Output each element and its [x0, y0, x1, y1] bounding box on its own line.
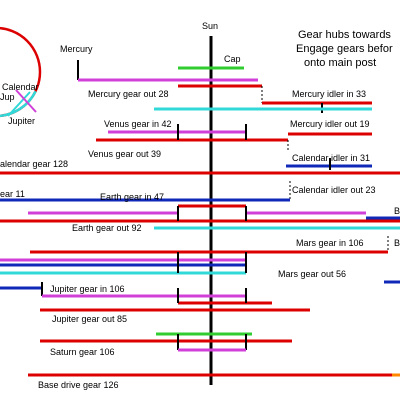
mars-gear-in-label: Mars gear in 106: [296, 238, 364, 248]
orbit-circle-red: [0, 26, 42, 118]
note-line-3: onto main post: [304, 57, 376, 69]
gear-11-label: ear 11: [0, 189, 25, 199]
saturn-gear-label: Saturn gear 106: [50, 347, 115, 357]
calendar-idler-out-label: Calendar idler out 23: [292, 185, 376, 195]
jupiter-short-label: Jup: [0, 92, 15, 102]
cap-label: Cap: [224, 54, 241, 64]
earth-gear-in-label: Earth gear in 47: [100, 192, 164, 202]
edge-label-b1: B: [394, 206, 400, 216]
mercury-idler-in-label: Mercury idler in 33: [292, 89, 366, 99]
note-line-1: Gear hubs towards: [298, 29, 391, 41]
mercury-label: Mercury: [60, 44, 93, 54]
base-drive-gear-label: Base drive gear 126: [38, 380, 119, 390]
calendar-label: Calendar: [2, 82, 39, 92]
orbit-spoke-magenta: [15, 89, 37, 113]
calendar-idler-in-label: Calendar idler in 31: [292, 153, 370, 163]
note-line-2: Engage gears befor: [296, 43, 393, 55]
sun-label: Sun: [202, 21, 218, 31]
earth-gear-out-label: Earth gear out 92: [72, 223, 142, 233]
jupiter-label: Jupiter: [8, 116, 35, 126]
edge-label-b2: B: [394, 238, 400, 248]
mercury-gear-out-label: Mercury gear out 28: [88, 89, 169, 99]
jupiter-gear-out-label: Jupiter gear out 85: [52, 314, 127, 324]
jupiter-gear-in-label: Jupiter gear in 106: [50, 284, 125, 294]
mercury-idler-out-label: Mercury idler out 19: [290, 119, 370, 129]
venus-gear-out-label: Venus gear out 39: [88, 149, 161, 159]
orbit-spoke-cyan: [7, 91, 31, 117]
calendar-gear-label: alendar gear 128: [0, 159, 68, 169]
mars-gear-out-label: Mars gear out 56: [278, 269, 346, 279]
venus-gear-in-label: Venus gear in 42: [104, 119, 172, 129]
